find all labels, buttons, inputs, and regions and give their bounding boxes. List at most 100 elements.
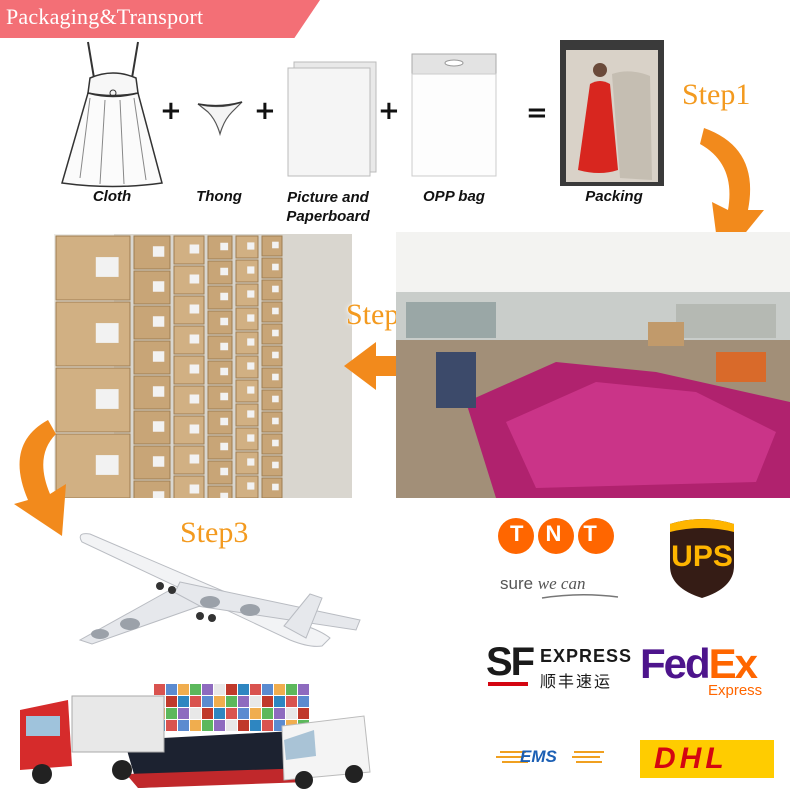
item-label-paperboard: Picture and Paperboard [286, 189, 370, 225]
cargo-container [238, 684, 249, 695]
carton-box [235, 283, 259, 307]
cargo-container [190, 696, 201, 707]
carton-box [207, 285, 233, 310]
paperboard-illustration [287, 61, 377, 177]
carton-label [220, 317, 229, 326]
carton-label [152, 421, 165, 432]
sf-mark: SF [486, 640, 535, 684]
carton-box [173, 445, 205, 475]
carton-box [261, 235, 283, 257]
carton-label [152, 386, 165, 397]
item-label-opp-bag: OPP bag [423, 188, 485, 205]
cargo-container [214, 696, 225, 707]
cargo-container [202, 696, 213, 707]
dhl-name: DHL [654, 742, 728, 775]
fedex-ex: Ex [708, 640, 758, 687]
carton-box [173, 415, 205, 445]
carton-label [247, 362, 255, 370]
cargo-container [190, 708, 201, 719]
packing-photo [560, 40, 664, 186]
carton-label [189, 454, 200, 464]
carton-label [189, 244, 200, 254]
carton-label [272, 351, 279, 359]
carton-box [235, 475, 259, 498]
item-label-packing: Packing [585, 188, 643, 205]
airplane-illustration [78, 533, 361, 647]
carton-label [272, 395, 279, 403]
carton-box [133, 410, 171, 445]
dhl-logo [640, 740, 774, 778]
carton-label [152, 316, 165, 327]
cargo-container [214, 708, 225, 719]
carton-label [220, 417, 229, 426]
plus-sign: + [254, 96, 276, 126]
carton-box [235, 235, 259, 259]
carton-label [272, 439, 279, 447]
carton-box [207, 435, 233, 460]
carton-box [173, 235, 205, 265]
cargo-container [262, 696, 273, 707]
carton-label [220, 367, 229, 376]
cargo-container [226, 696, 237, 707]
carton-box [207, 460, 233, 485]
carton-box [261, 411, 283, 433]
cargo-container [250, 720, 261, 731]
cargo-container [238, 708, 249, 719]
cargo-container [262, 684, 273, 695]
cargo-container [166, 696, 177, 707]
carton-box [261, 455, 283, 477]
carton-label [247, 290, 255, 298]
carton-label [272, 241, 279, 249]
carton-box [261, 367, 283, 389]
carton-box [235, 307, 259, 331]
carton-box [133, 445, 171, 480]
carton-label [272, 461, 279, 469]
carton-box [133, 305, 171, 340]
carton-label [247, 338, 255, 346]
carton-box [207, 235, 233, 260]
cargo-container [238, 696, 249, 707]
carton-label [189, 364, 200, 374]
ups-name: UPS [671, 540, 733, 573]
carton-label [220, 242, 229, 251]
carton-box [261, 257, 283, 279]
cargo-container [178, 684, 189, 695]
cargo-container [178, 708, 189, 719]
tnt-logo [498, 518, 614, 554]
carton-label [220, 342, 229, 351]
dress-illustration [61, 41, 163, 188]
carton-label [220, 492, 229, 498]
carton-box [133, 235, 171, 270]
carton-label [95, 389, 119, 409]
carton-label [247, 266, 255, 274]
carton-box [133, 375, 171, 410]
sf-line2: 顺丰速运 [540, 672, 613, 691]
carton-box [235, 427, 259, 451]
cargo-container [214, 684, 225, 695]
cargo-container [178, 696, 189, 707]
carton-label [220, 292, 229, 301]
carton-box [261, 477, 283, 498]
carton-label [189, 304, 200, 314]
cargo-container [154, 684, 165, 695]
cargo-container [190, 720, 201, 731]
cargo-container [298, 708, 309, 719]
plus-sign: + [378, 96, 400, 126]
opp-bag-illustration [411, 53, 497, 177]
carton-label [247, 434, 255, 442]
carton-label [189, 424, 200, 434]
carton-box [207, 485, 233, 498]
carton-box [133, 340, 171, 375]
carton-label [220, 442, 229, 451]
carton-label [272, 417, 279, 425]
carton-box [207, 335, 233, 360]
carton-label [189, 394, 200, 404]
carton-label [272, 373, 279, 381]
cargo-container [166, 708, 177, 719]
carton-box [235, 259, 259, 283]
ems-name: EMS [520, 747, 557, 766]
carton-label [272, 307, 279, 315]
carton-box [173, 295, 205, 325]
carton-box [173, 265, 205, 295]
cargo-container [274, 696, 285, 707]
